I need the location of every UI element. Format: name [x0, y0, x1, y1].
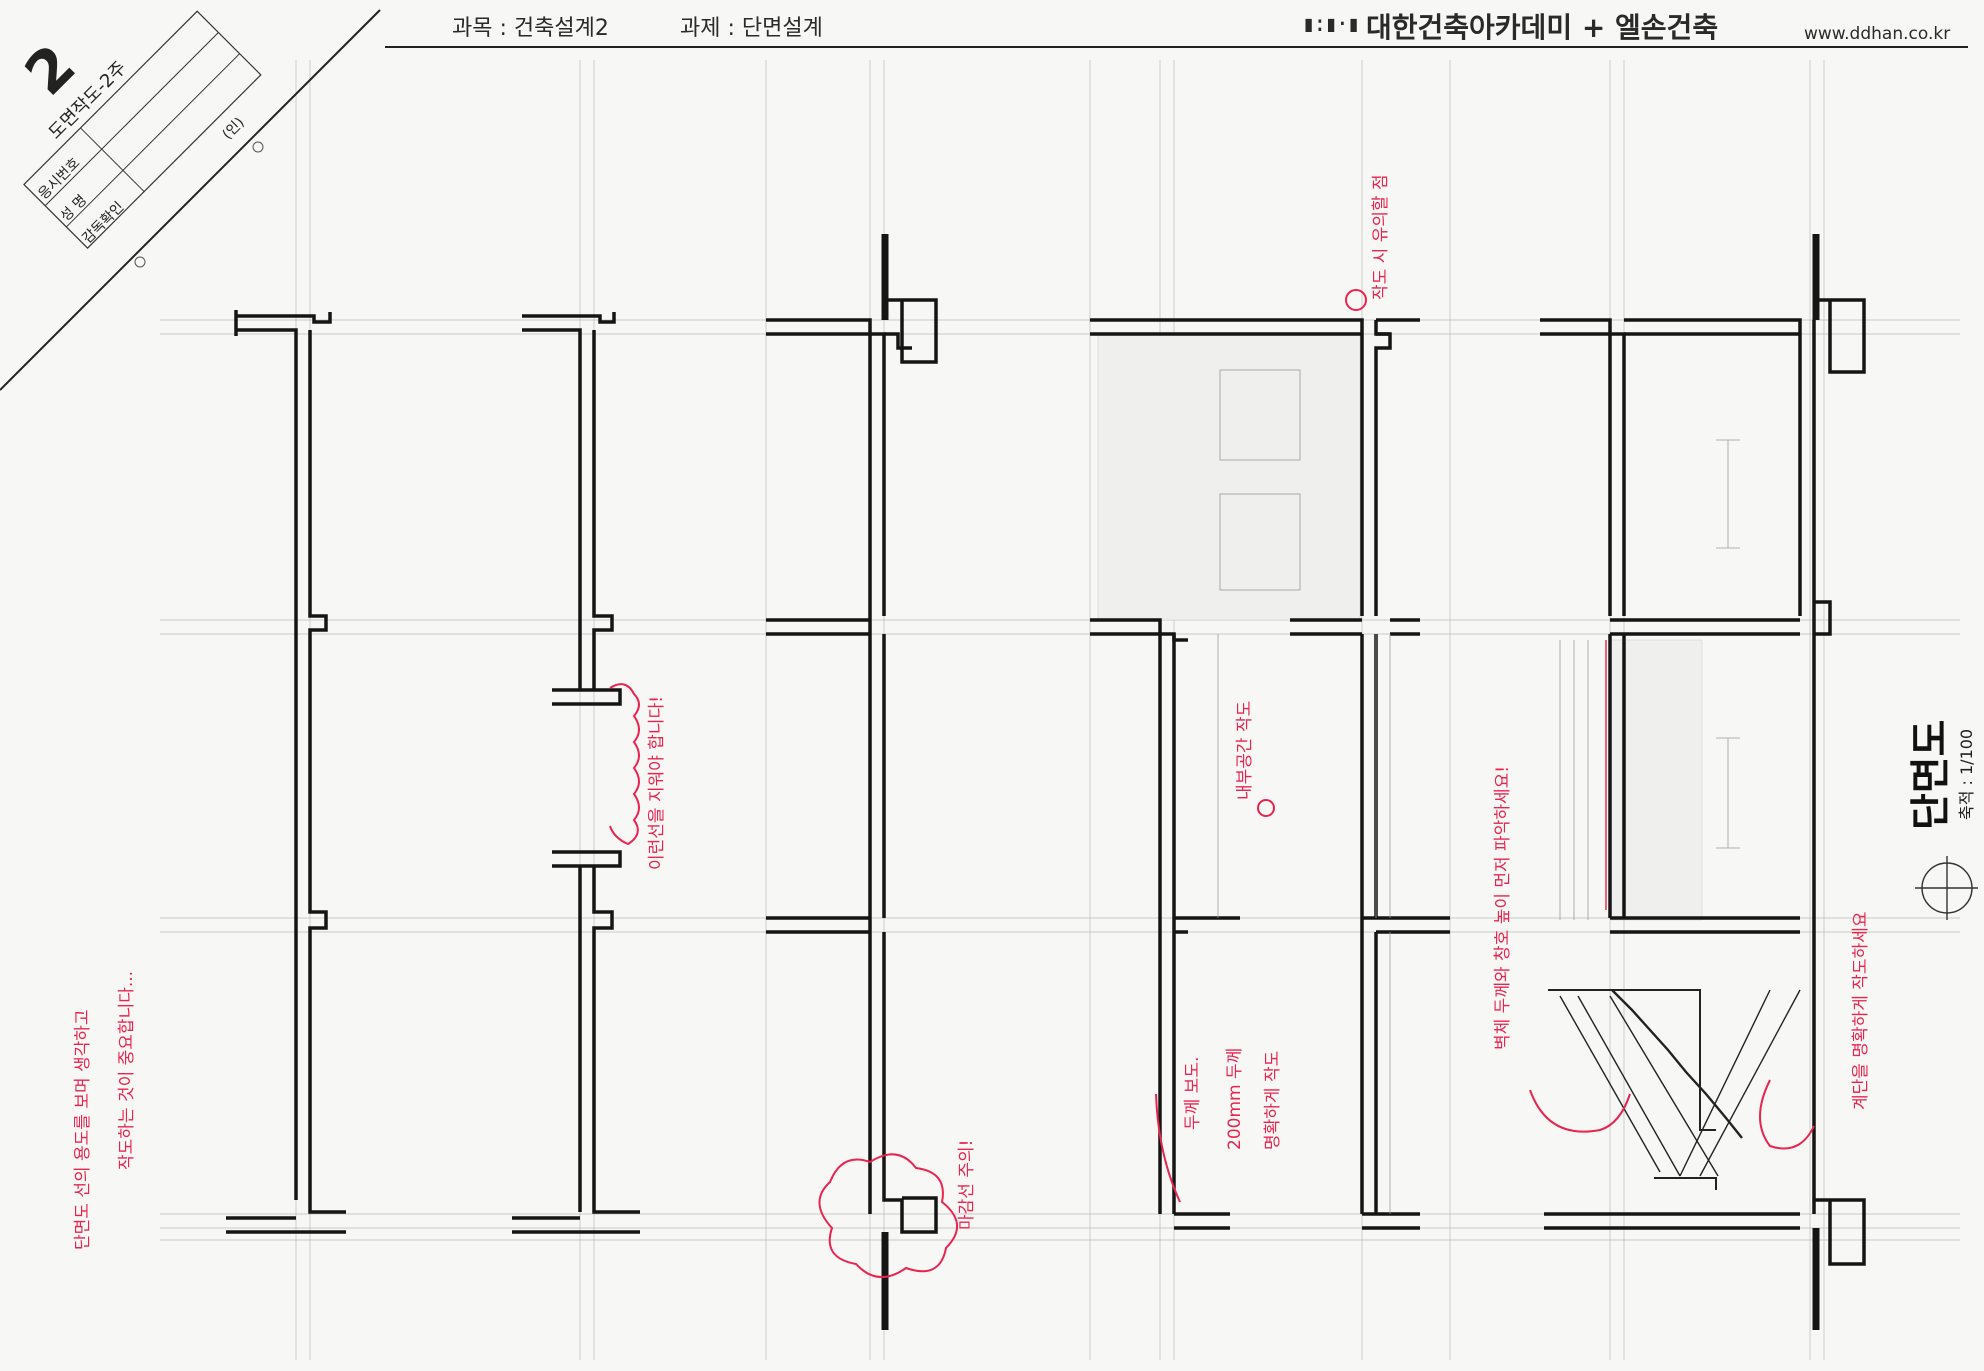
- redline-markups: [609, 289, 1815, 1278]
- annotation-erase-lines: 이런선을 지워야 합니다!: [647, 696, 667, 870]
- section-2-wall: [512, 312, 640, 1234]
- annotation-200mm: 200mm 두께: [1225, 1048, 1245, 1150]
- section-5: [1540, 234, 1978, 1330]
- drawing-title-group: 단면도 축적 : 1/100: [1908, 720, 1976, 830]
- annotation-finish-line: 마감선 주의!: [957, 1140, 977, 1230]
- header-url: www.ddhan.co.kr: [1804, 24, 1951, 44]
- annotation-interior-space: 내부공간 작도: [1235, 701, 1255, 800]
- annotation-general-2: 작도하는 것이 중요합니다...: [117, 971, 137, 1170]
- annotation-drafting-note: 작도 시 유의할 점: [1371, 174, 1391, 300]
- brand-logo: ▮:▮·▮: [1302, 12, 1360, 37]
- title-block: [0, 9, 381, 391]
- section-3-wall: [766, 234, 938, 1330]
- redline-text: 단면도 선의 용도를 보며 생각하고 작도하는 것이 중요합니다... 이런선을…: [73, 174, 1871, 1250]
- annotation-clear-drafting: 명확하게 작도: [1263, 1051, 1283, 1150]
- section-1-wall: [226, 310, 346, 1234]
- annotation-window-height: 벽체 두께와 창호 높이 먼저 파악하세요!: [1493, 766, 1513, 1050]
- drawing-scale: 축적 : 1/100: [1957, 729, 1976, 820]
- stair: [1548, 989, 1801, 1190]
- annotation-thickness: 두께 보도.: [1183, 1057, 1203, 1130]
- logo-mark-icon: ▮:▮·▮: [1302, 12, 1360, 37]
- header-subject: 과목 : 건축설계2: [452, 16, 609, 41]
- annotation-stair: 계단을 명확하게 작도하세요: [1851, 912, 1871, 1111]
- header-task: 과제 : 단면설계: [680, 16, 823, 41]
- drawing-title: 단면도: [1908, 720, 1954, 830]
- title-seal: (인): [220, 115, 248, 143]
- section-marker: [1915, 856, 1978, 920]
- annotation-general-1: 단면도 선의 용도를 보며 생각하고: [73, 1009, 93, 1250]
- section-4: [1090, 318, 1450, 1230]
- header-brand: 대한건축아카데미 + 엘손건축: [1366, 11, 1719, 44]
- title-block-text: 2 도면작도-2주 응시번호 성 명 감독확인 (인): [12, 32, 248, 247]
